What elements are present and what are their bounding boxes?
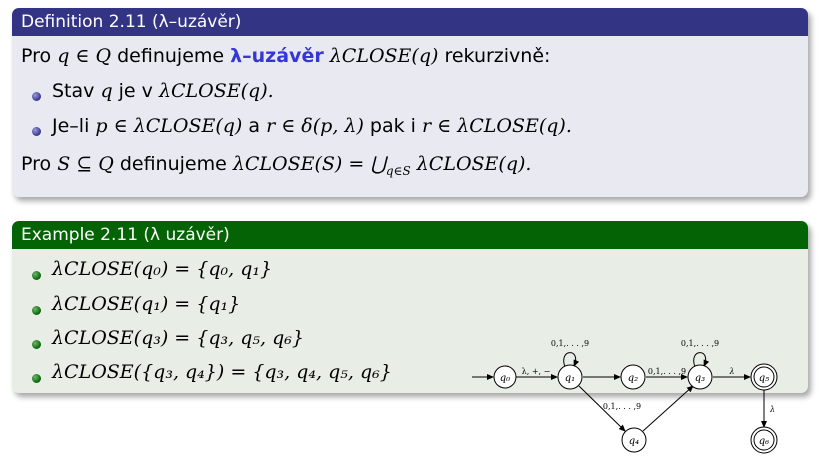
- state-label: q₁: [565, 373, 575, 384]
- state-q1: q₁: [557, 364, 583, 390]
- text: Stav: [52, 80, 101, 102]
- defined-term: λ–uzávěr: [230, 45, 324, 67]
- text: a: [242, 115, 267, 137]
- math: r ∈ λCLOSE(q).: [421, 115, 572, 137]
- loop-q1: [563, 352, 580, 368]
- automaton-diagram: q₀ q₁ q₂ q₃ q₅ q₄ q₆ λ, +, − 0,1,. . . ,…: [472, 339, 778, 454]
- text: je v: [112, 80, 159, 102]
- example-item-2: λCLOSE(q₁) = {q₁}: [52, 293, 241, 315]
- text: pak i: [363, 115, 422, 137]
- state-label: q₄: [629, 436, 639, 447]
- state-q6-final: q₆: [750, 426, 778, 454]
- state-q2: q₂: [620, 364, 646, 390]
- math: q: [100, 80, 113, 102]
- math: λCLOSE(q): [329, 45, 439, 67]
- state-label: q₅: [759, 373, 769, 384]
- math: λCLOSE(S) = ⋃: [232, 153, 386, 175]
- math: S ⊆ Q: [57, 153, 114, 175]
- definition-line-last: Pro S ⊆ Q definujeme λCLOSE(S) = ⋃q∈S λC…: [21, 153, 531, 178]
- edge-label: 0,1,. . . ,9: [648, 367, 686, 376]
- state-label: q₃: [695, 373, 705, 384]
- loop-q3: [693, 352, 710, 368]
- edge-label: λ: [769, 405, 775, 414]
- math: λCLOSE(q).: [158, 80, 274, 102]
- text: Pro: [21, 45, 58, 67]
- edge-label: 0,1,. . . ,9: [681, 339, 719, 348]
- state-q4: q₄: [621, 427, 647, 453]
- edge-q4-q3: [642, 385, 694, 432]
- edge-label: λ, +, −: [522, 367, 551, 376]
- bullet-icon: [32, 340, 41, 349]
- text: definujeme: [113, 153, 233, 175]
- example-item-3: λCLOSE(q₃) = {q₃, q₅, q₆}: [52, 327, 304, 349]
- bullet-icon: [32, 92, 41, 101]
- example-item-1: λCLOSE(q₀) = {q₀, q₁}: [52, 258, 273, 280]
- text: Pro: [21, 153, 58, 175]
- state-label: q₀: [500, 373, 510, 384]
- state-label: q₂: [628, 373, 638, 384]
- bullet-icon: [32, 306, 41, 315]
- state-label: q₆: [759, 436, 769, 447]
- edge-label: 0,1,. . . ,9: [603, 402, 641, 411]
- bullet-icon: [32, 271, 41, 280]
- edge-label: λ: [728, 367, 734, 376]
- definition-line-1: Pro q ∈ Q definujeme λ–uzávěr λCLOSE(q) …: [21, 45, 550, 67]
- math-subscript: q∈S: [385, 163, 411, 178]
- definition-bullet-1: Stav q je v λCLOSE(q).: [52, 80, 274, 102]
- state-q0: q₀: [493, 365, 517, 389]
- edge-label: 0,1,. . . ,9: [551, 339, 589, 348]
- example-title: Example 2.11 (λ uzávěr): [12, 221, 808, 249]
- state-q3: q₃: [687, 364, 713, 390]
- math: r ∈ δ(p, λ): [266, 115, 364, 137]
- state-q5-final: q₅: [750, 363, 778, 391]
- math: p ∈ λCLOSE(q): [95, 115, 243, 137]
- definition-block: Definition 2.11 (λ–uzávěr) Pro q ∈ Q def…: [12, 8, 808, 197]
- bullet-icon: [32, 127, 41, 136]
- math: λCLOSE(q).: [410, 153, 532, 175]
- definition-title: Definition 2.11 (λ–uzávěr): [12, 8, 808, 36]
- example-block: Example 2.11 (λ uzávěr) λCLOSE(q₀) = {q₀…: [12, 221, 808, 393]
- example-item-4: λCLOSE({q₃, q₄}) = {q₃, q₄, q₅, q₆}: [52, 361, 392, 383]
- text: rekurzivně:: [438, 45, 551, 67]
- bullet-icon: [32, 374, 41, 383]
- text: definujeme: [111, 45, 231, 67]
- math: q ∈ Q: [57, 45, 112, 67]
- definition-bullet-2: Je–li p ∈ λCLOSE(q) a r ∈ δ(p, λ) pak i …: [52, 115, 572, 137]
- text: Je–li: [52, 115, 96, 137]
- edge-q1-q4: [578, 385, 626, 432]
